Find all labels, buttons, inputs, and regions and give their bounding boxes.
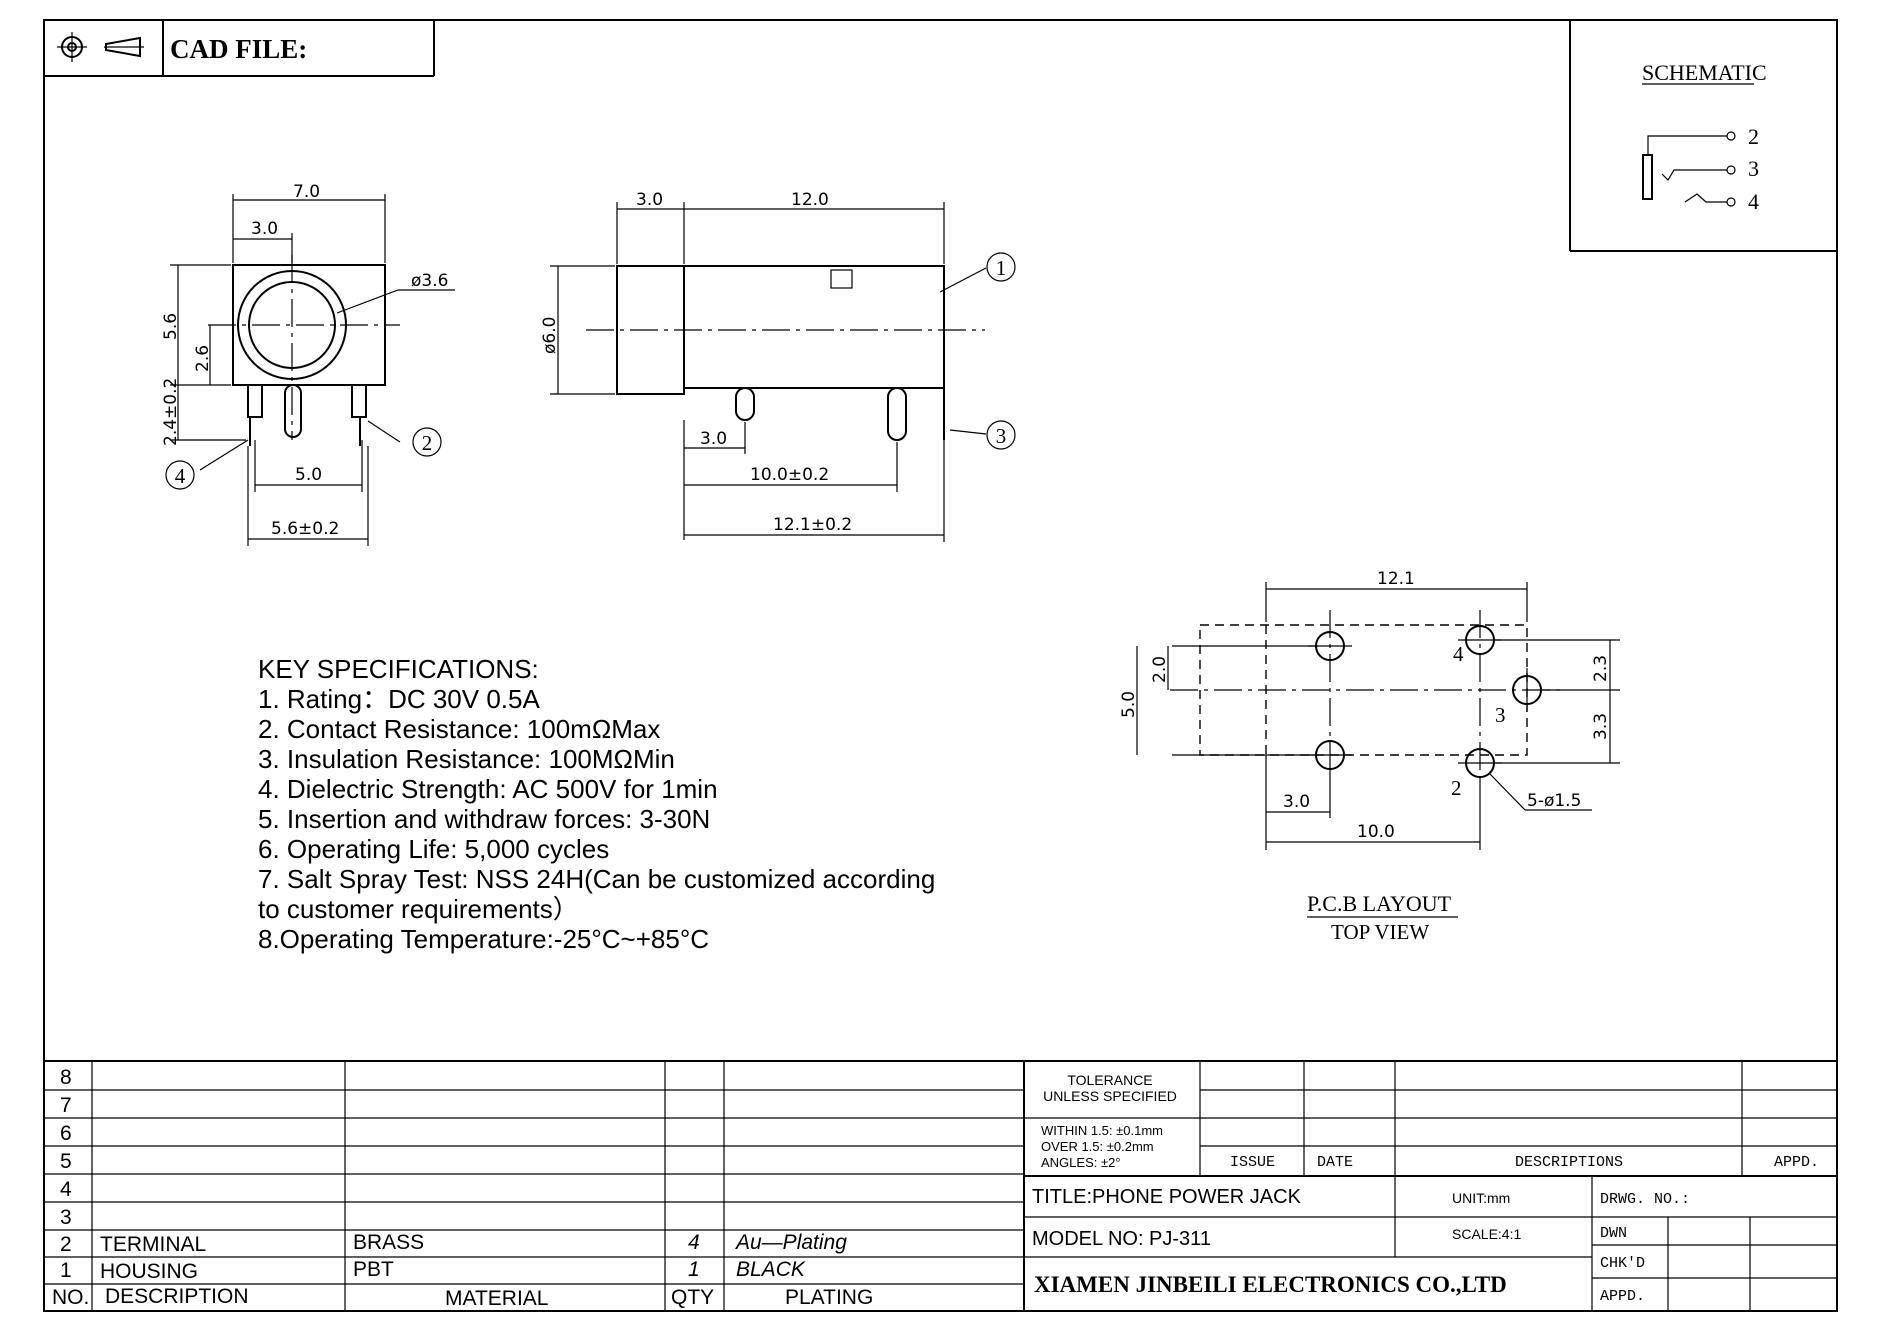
pcb-dim-first-hole: 3.0: [1283, 792, 1310, 812]
scale-label: SCALE:4:1: [1452, 1226, 1521, 1242]
dim-front-offset: 3.0: [251, 219, 278, 239]
schematic-title: SCHEMATIC: [1642, 60, 1767, 85]
rev-date-header: DATE: [1317, 1154, 1353, 1171]
pcb-dim-row-gap: 2.0: [1150, 656, 1170, 683]
bom-row-no: 8: [60, 1066, 72, 1089]
bom-header-qty: QTY: [671, 1286, 714, 1309]
cad-header: CAD FILE:: [44, 20, 435, 77]
callout-2: 2: [422, 431, 433, 455]
tolerance-over: OVER 1.5: ±0.2mm: [1041, 1139, 1154, 1154]
spec-line: 2. Contact Resistance: 100mΩMax: [258, 714, 660, 744]
tolerance-within: WITHIN 1.5: ±0.1mm: [1041, 1123, 1163, 1138]
bom-row-no: 3: [60, 1206, 72, 1229]
bom-row-no: 4: [60, 1178, 72, 1201]
pcb-pin-4: 4: [1453, 642, 1464, 666]
callout-3: 3: [996, 424, 1007, 448]
bom-row-no: 6: [60, 1122, 72, 1145]
bom-header-description: DESCRIPTION: [105, 1285, 249, 1308]
pcb-dim-holes: 5-ø1.5: [1527, 791, 1581, 811]
schematic-symbol: [1642, 131, 1736, 207]
dim-front-height: 5.6: [161, 313, 181, 340]
cad-file-label: CAD FILE:: [170, 34, 307, 64]
bom-row-qty: 1: [688, 1258, 700, 1281]
schematic-pin-3: 3: [1748, 156, 1759, 181]
bom-row-no: 1: [60, 1259, 72, 1282]
appd-label: APPD.: [1600, 1288, 1645, 1305]
callout-1: 1: [996, 256, 1007, 280]
front-view: 7.0 3.0 ø3.6 5.6 2.6 2.4±0.2 5.0 5.6±0.2…: [161, 182, 455, 546]
pcb-pin-2: 2: [1451, 776, 1462, 800]
sheet-border: [43, 19, 1838, 1312]
dim-front-width: 7.0: [293, 182, 320, 202]
bom-row-no: 2: [60, 1233, 72, 1256]
side-view: 3.0 12.0 ø6.0 3.0 10.0±0.2 12.1±0.2 1 3: [540, 190, 1016, 542]
rev-issue-header: ISSUE: [1230, 1154, 1275, 1171]
unit-label: UNIT:mm: [1452, 1190, 1510, 1206]
dim-hole-dia: ø3.6: [411, 271, 448, 291]
pcb-dim-span: 10.0: [1357, 822, 1395, 842]
pcb-pin-3: 3: [1495, 703, 1506, 727]
chkd-label: CHK'D: [1600, 1255, 1645, 1272]
bom-header-no: NO.: [52, 1286, 89, 1309]
bom-header-plating: PLATING: [785, 1286, 873, 1309]
pcb-layout: 12.1 5.0 2.0 2.3 3.3 3.0 10.0 5-ø1.5 4 3…: [1119, 569, 1620, 944]
title-block: TOLERANCE UNLESS SPECIFIED WITHIN 1.5: ±…: [1024, 1061, 1837, 1311]
spec-line: to customer requirements）: [258, 894, 579, 924]
bom-table: 8 7 6 5 4 3 2 TERMINAL BRASS 4 Au—Platin…: [44, 1060, 1837, 1311]
callout-4: 4: [175, 464, 186, 488]
rev-appd-header: APPD.: [1774, 1154, 1819, 1171]
bom-row-plating: BLACK: [736, 1258, 806, 1281]
bom-row-material: PBT: [353, 1258, 394, 1281]
bom-row-plating: Au—Plating: [734, 1231, 847, 1254]
dwn-label: DWN: [1600, 1225, 1627, 1242]
first-angle-projection-icon: [57, 32, 144, 62]
spec-line: 4. Dielectric Strength: AC 500V for 1min: [258, 774, 718, 804]
drawing-title: TITLE:PHONE POWER JACK: [1032, 1186, 1302, 1208]
tolerance-subtitle: UNLESS SPECIFIED: [1043, 1088, 1177, 1104]
bom-row-no: 7: [60, 1094, 72, 1117]
pcb-subtitle: TOP VIEW: [1331, 920, 1429, 944]
dim-nose: 3.0: [636, 190, 663, 210]
bom-row-description: HOUSING: [100, 1260, 198, 1283]
pcb-dim-lower: 3.3: [1591, 713, 1611, 740]
spec-line: 7. Salt Spray Test: NSS 24H(Can be custo…: [258, 864, 935, 894]
schematic-pin-2: 2: [1748, 124, 1759, 149]
spec-line: 1. Rating：DC 30V 0.5A: [258, 684, 540, 714]
pcb-dim-width: 12.1: [1377, 569, 1415, 589]
tolerance-angles: ANGLES: ±2°: [1041, 1155, 1121, 1170]
bom-row-material: BRASS: [353, 1231, 424, 1254]
model-number: MODEL NO: PJ-311: [1032, 1228, 1211, 1250]
bom-row-description: TERMINAL: [100, 1233, 206, 1256]
schematic-pin-4: 4: [1748, 189, 1759, 214]
pcb-dim-upper: 2.3: [1591, 655, 1611, 682]
spec-line: 3. Insulation Resistance: 100MΩMin: [258, 744, 675, 774]
dim-body: 12.0: [791, 190, 829, 210]
spec-line: 5. Insertion and withdraw forces: 3-30N: [258, 804, 710, 834]
bom-header-material: MATERIAL: [445, 1287, 548, 1310]
drwg-no-label: DRWG. NO.:: [1600, 1191, 1690, 1208]
dim-pin-span: 10.0±0.2: [750, 465, 829, 485]
pcb-title: P.C.B LAYOUT: [1307, 891, 1452, 916]
dim-pin-length: 2.4±0.2: [161, 378, 181, 446]
pcb-dim-height: 5.0: [1119, 691, 1139, 718]
bom-row-no: 5: [60, 1150, 72, 1173]
spec-line: 8.Operating Temperature:-25°C~+85°C: [258, 924, 709, 954]
dim-pin-offset: 3.0: [700, 429, 727, 449]
dim-outer-pitch: 5.6±0.2: [271, 519, 339, 539]
dim-overall: 12.1±0.2: [773, 515, 852, 535]
company-name: XIAMEN JINBEILI ELECTRONICS CO.,LTD: [1034, 1272, 1507, 1297]
dim-side-dia: ø6.0: [540, 317, 560, 354]
dim-pin-pitch: 5.0: [295, 465, 322, 485]
key-specifications: KEY SPECIFICATIONS: 1. Rating：DC 30V 0.5…: [258, 654, 935, 954]
rev-descriptions-header: DESCRIPTIONS: [1515, 1154, 1623, 1171]
bom-row-qty: 4: [688, 1231, 700, 1254]
specs-heading: KEY SPECIFICATIONS:: [258, 654, 539, 684]
schematic-box: SCHEMATIC 2 3 4: [1569, 20, 1837, 252]
dim-center-height: 2.6: [193, 345, 213, 372]
spec-line: 6. Operating Life: 5,000 cycles: [258, 834, 609, 864]
tolerance-title: TOLERANCE: [1067, 1072, 1152, 1088]
